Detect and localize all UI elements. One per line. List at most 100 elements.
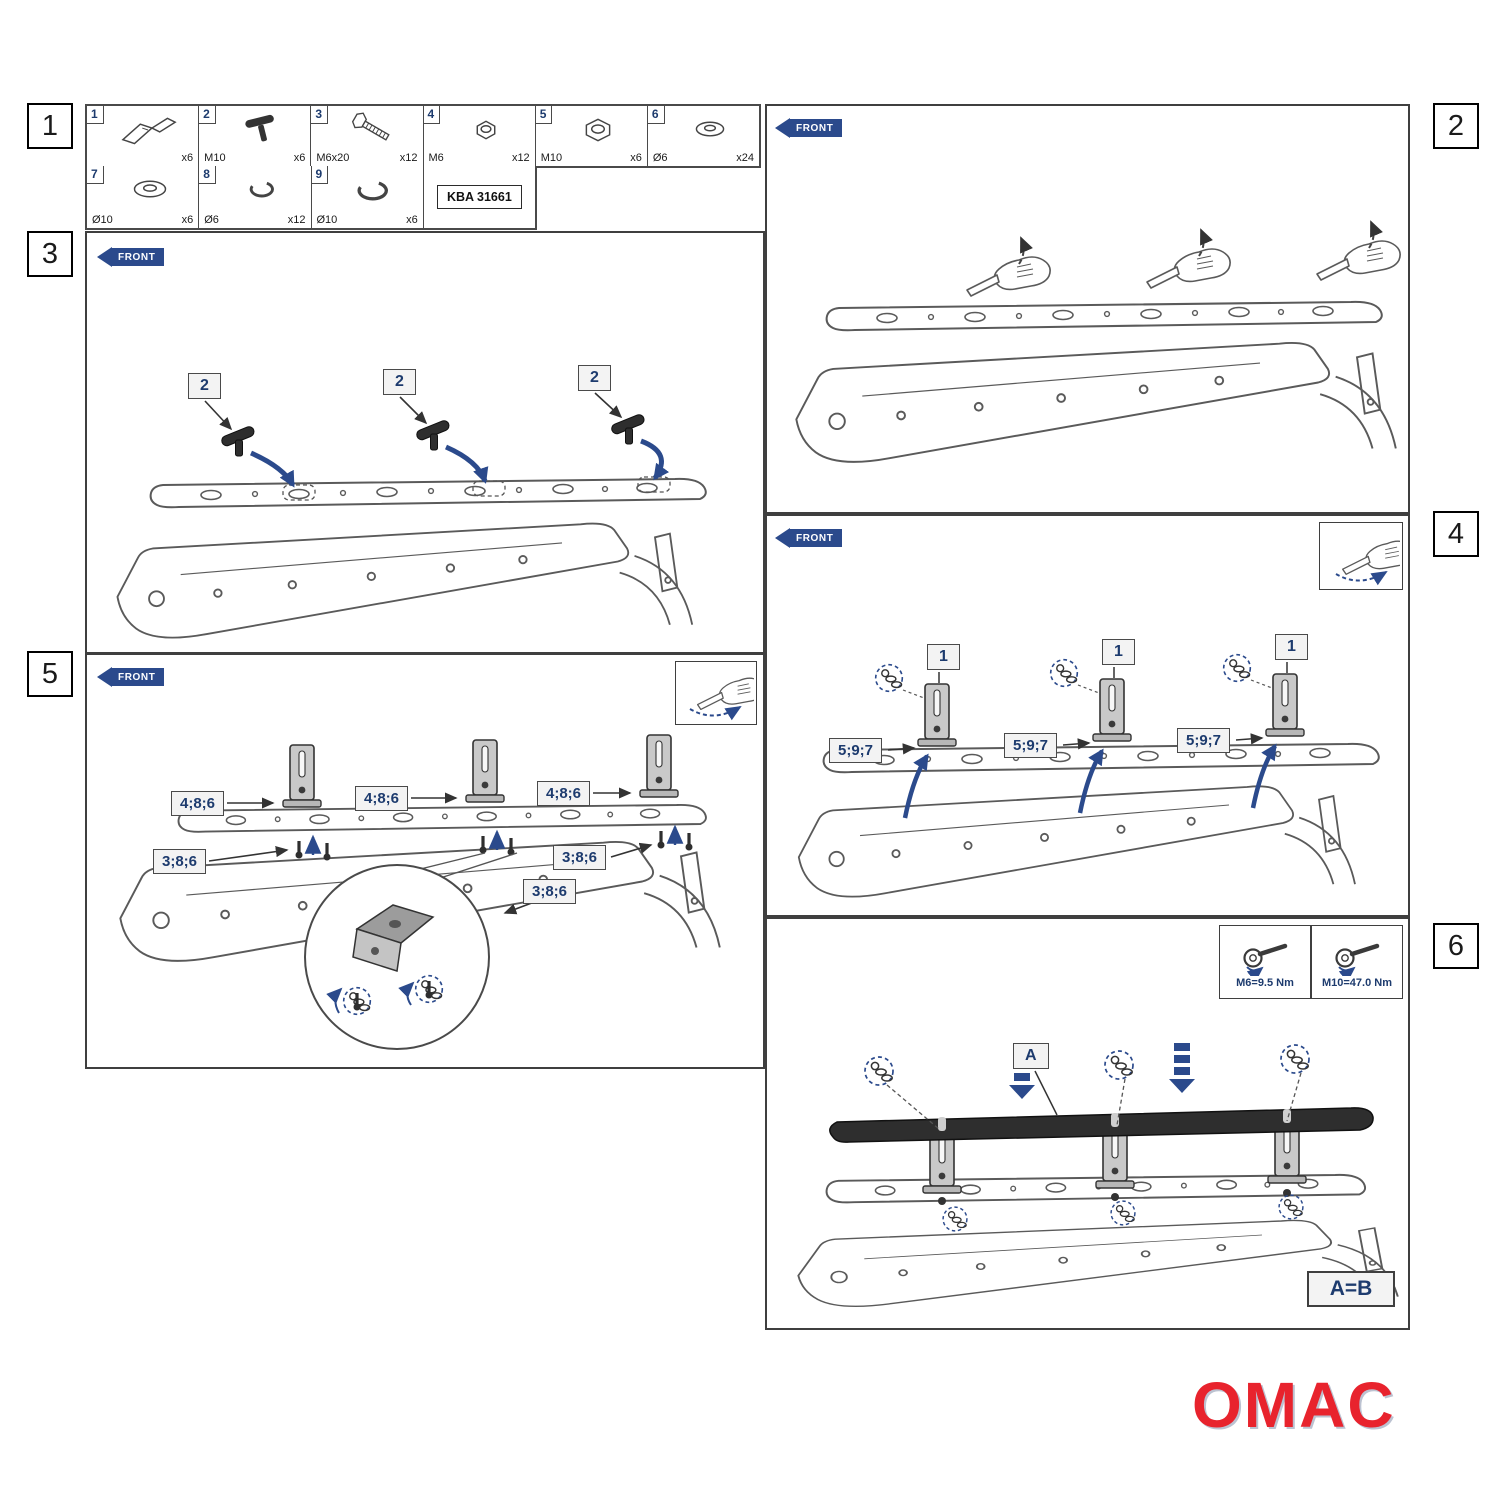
mounting-bracket-drawing <box>1092 678 1132 742</box>
insert-arrow <box>640 438 670 481</box>
vehicle-body-drawing <box>797 785 1356 898</box>
callout-fasteners: 5;9;7 <box>1177 728 1231 753</box>
torque-wrench-icon <box>1315 936 1399 976</box>
flat-washer-icon <box>664 112 757 148</box>
hand-tool-icon <box>1335 540 1400 586</box>
washer-set-rotation-icon <box>874 663 904 693</box>
callout-leader <box>610 842 653 858</box>
front-arrow-icon <box>97 667 112 687</box>
part-qty: x6 <box>293 152 306 164</box>
step-5-panel: FRONT 4;8;6 4;8;6 4;8;6 3;8;6 3;8;6 3;8;… <box>85 653 765 1069</box>
washer-set-rotation-icon <box>942 1206 968 1232</box>
bolt-drawing <box>685 833 693 851</box>
step-number-2: 2 <box>1433 103 1479 149</box>
torque-hint-m6: M6=9.5 Nm <box>1219 925 1311 999</box>
part-size: M6x20 <box>316 152 350 164</box>
washer-set-rotation-icon <box>1280 1044 1310 1074</box>
part-qty: x6 <box>630 152 642 164</box>
part-size: M10 <box>204 152 226 164</box>
cross-rail-drawing <box>829 1107 1374 1143</box>
washer-set-rotation-icon <box>1278 1194 1304 1220</box>
part-size: Ø10 <box>316 214 338 226</box>
callout-tbolt: 2 <box>578 365 611 391</box>
vehicle-body-drawing <box>116 522 694 639</box>
front-arrow-icon <box>775 528 790 548</box>
callout-leader <box>1062 738 1091 750</box>
press-down-arrow <box>1169 1043 1195 1093</box>
roof-rail-drawing <box>825 300 1383 332</box>
torque-value-m6: M6=9.5 Nm <box>1236 976 1294 989</box>
part-number: 2 <box>199 106 216 124</box>
callout-tbolt: 2 <box>188 373 221 399</box>
callout-bracket: 1 <box>927 644 960 670</box>
hex-nut-icon <box>552 112 645 148</box>
front-arrow-icon <box>97 247 112 267</box>
step-6-panel: M6=9.5 Nm M10=47.0 Nm A A=B <box>765 917 1410 1330</box>
callout-side-fasteners: 4;8;6 <box>537 781 591 806</box>
front-arrow-icon <box>775 118 790 138</box>
slot-target-outline <box>282 484 316 501</box>
torque-wrench-icon <box>1223 936 1307 976</box>
part-qty: x24 <box>736 152 755 164</box>
dashed-leader <box>1286 1072 1302 1122</box>
front-text: FRONT <box>790 119 843 137</box>
callout-bracket: 1 <box>1275 634 1308 660</box>
callout-bottom-fasteners: 3;8;6 <box>523 879 577 904</box>
a-equals-b-note: A=B <box>1307 1271 1395 1307</box>
step-2-illustration <box>795 220 1401 463</box>
spring-washer-icon <box>215 172 308 208</box>
washer-set-rotation-icon <box>1222 653 1252 683</box>
callout-fasteners: 5;9;7 <box>829 738 883 763</box>
part-number: 8 <box>199 166 216 184</box>
dashed-leader <box>1116 1078 1126 1126</box>
hand-icon <box>1316 240 1401 281</box>
front-direction-label: FRONT <box>97 667 165 687</box>
callout-leader <box>204 400 233 431</box>
tool-hint-inset <box>1319 522 1403 590</box>
front-direction-label: FRONT <box>97 247 165 267</box>
part-qty: x6 <box>181 214 194 226</box>
callout-bracket: 1 <box>1102 639 1135 665</box>
step-5-illustration <box>119 734 721 1050</box>
pull-arrow <box>1198 228 1213 257</box>
part-qty: x6 <box>181 152 194 164</box>
mounting-bracket-drawing <box>917 683 957 747</box>
part-number: 1 <box>87 106 104 124</box>
callout-leader <box>1034 1070 1058 1116</box>
front-text: FRONT <box>112 248 165 266</box>
roof-rail-drawing <box>177 803 707 833</box>
washer-set-rotation-icon <box>1110 1200 1136 1226</box>
hex-nut-icon <box>440 112 533 148</box>
part-number: 7 <box>87 166 104 184</box>
nut-drawing <box>1111 1193 1119 1201</box>
step-4-panel: FRONT 1 1 1 5;9;7 5;9;7 5;9;7 <box>765 514 1410 917</box>
kba-cell: KBA 31661 <box>422 166 535 228</box>
vehicle-body-drawing <box>795 342 1397 463</box>
step-number-3: 3 <box>27 231 73 277</box>
callout-bottom-fasteners: 3;8;6 <box>153 849 207 874</box>
spring-washer-icon <box>328 172 421 208</box>
pull-arrow <box>1018 236 1033 265</box>
part-size: Ø6 <box>204 214 219 226</box>
mount-arrow <box>1250 743 1277 809</box>
rail-slot <box>1283 1109 1291 1123</box>
bolt-drawing <box>657 831 665 849</box>
torque-value-m10: M10=47.0 Nm <box>1321 976 1392 989</box>
front-text: FRONT <box>790 529 843 547</box>
step-number-6: 6 <box>1433 923 1479 969</box>
part-number: 4 <box>423 106 441 124</box>
part-number: 5 <box>535 106 553 124</box>
part-item-1: 1 x6 <box>87 106 198 166</box>
bracket-underside-detail <box>326 904 444 1016</box>
step-4-illustration <box>797 653 1380 898</box>
callout-leader <box>594 392 623 419</box>
slot-target-outline <box>472 480 506 497</box>
mount-arrow <box>902 753 929 819</box>
torque-hint-m10: M10=47.0 Nm <box>1311 925 1403 999</box>
mounting-bracket-icon <box>103 112 196 148</box>
